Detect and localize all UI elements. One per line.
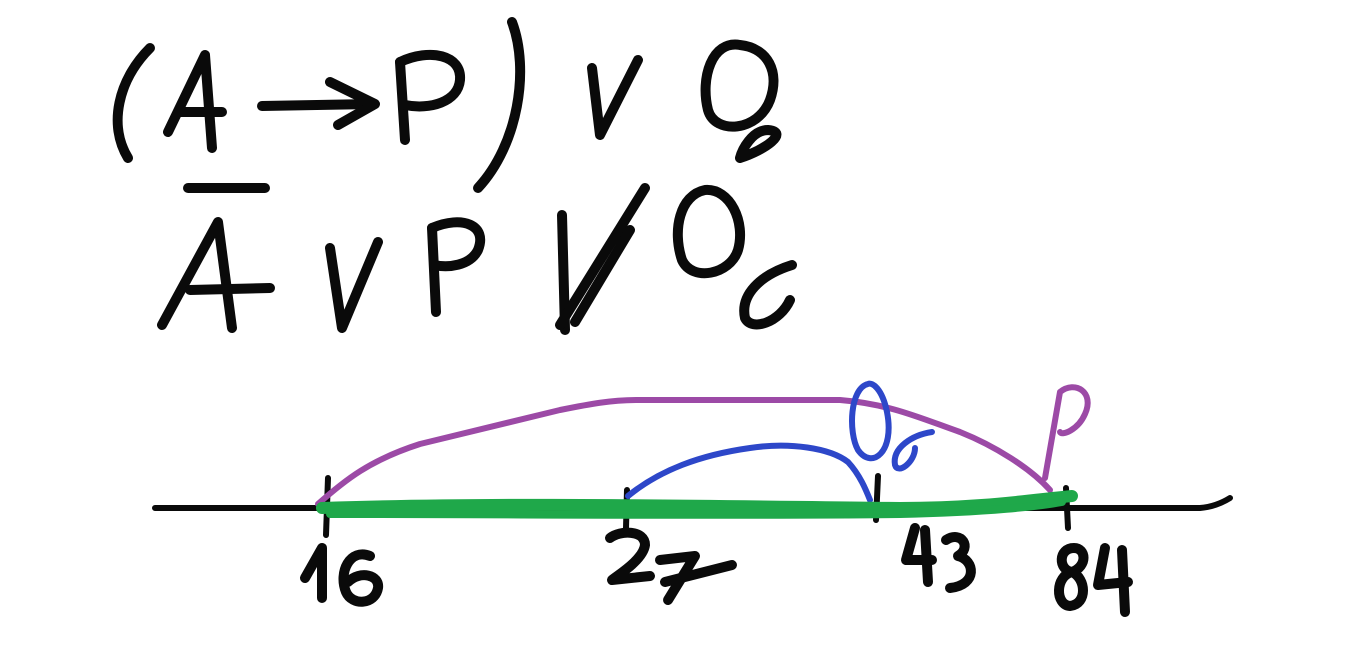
blue-interval — [625, 380, 935, 503]
formula-text-1: (A→P)∨Q — [120, 90, 124, 91]
tick-text-16: 16 — [320, 560, 321, 561]
green-bar — [316, 490, 1078, 514]
tick-text-27: 27 — [620, 560, 621, 561]
tick-label-16 — [300, 543, 383, 607]
close-paren — [473, 17, 526, 193]
or-symbol-3 — [555, 183, 650, 335]
label-text-P: P — [1060, 400, 1061, 401]
blue-label-Q — [849, 380, 935, 472]
green-interval — [316, 490, 1078, 519]
tick-label-43 — [901, 523, 976, 593]
axis-line — [152, 495, 1233, 511]
purple-arc — [315, 397, 1053, 507]
formula-text-2: Ā∨P∨Q — [160, 270, 164, 271]
formula-line-2 — [157, 183, 797, 335]
purple-label-P — [1042, 384, 1091, 481]
tick-text-84: 84 — [1080, 560, 1081, 561]
tick-text-43: 43 — [920, 560, 921, 561]
letter-P-2 — [427, 217, 485, 317]
tick-label-84 — [1054, 543, 1133, 617]
green-bar-overstroke — [326, 498, 1066, 519]
purple-interval — [315, 384, 1091, 507]
letter-A — [163, 50, 227, 153]
or-symbol-1 — [587, 55, 643, 140]
tick-label-27 — [605, 527, 737, 605]
letter-P — [395, 49, 465, 145]
blue-arc — [625, 442, 873, 503]
open-paren — [112, 43, 155, 163]
arrow-implies — [257, 77, 380, 130]
letter-Q-2 — [672, 185, 797, 330]
letter-A-negated — [157, 217, 275, 333]
or-symbol-2 — [325, 237, 383, 333]
label-text-Q: Q — [870, 400, 871, 401]
letter-Q-1 — [700, 39, 782, 163]
formula-line-1 — [112, 17, 782, 193]
